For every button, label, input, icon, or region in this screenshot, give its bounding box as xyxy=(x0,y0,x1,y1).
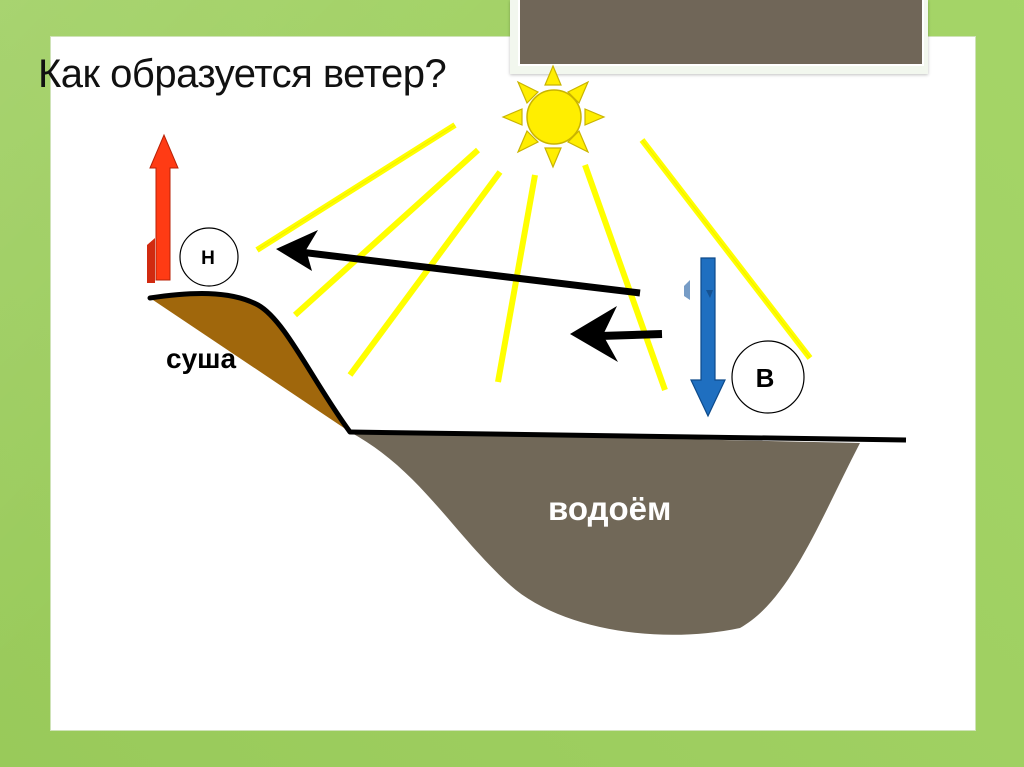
land-outline xyxy=(147,291,353,435)
low-pressure-label: Н xyxy=(201,248,215,269)
land-label: суша xyxy=(166,343,236,374)
arrow-up-icon xyxy=(147,133,179,283)
high-pressure-marker: В xyxy=(731,340,805,414)
water-label: водоём xyxy=(548,490,671,527)
water-surface-line xyxy=(349,429,907,443)
sun-rays-outline xyxy=(256,124,811,359)
header-placeholder-box xyxy=(518,0,924,66)
slide-panel xyxy=(50,36,976,731)
arrow-down-icon xyxy=(684,257,726,418)
water-shape xyxy=(350,432,860,635)
sun-ray xyxy=(347,170,503,377)
sun-icon xyxy=(501,64,606,169)
sun-ray xyxy=(582,163,668,392)
arrow-left-icon xyxy=(276,230,641,297)
high-pressure-label: В xyxy=(756,363,775,393)
low-pressure-marker: Н xyxy=(179,227,239,287)
land-shape xyxy=(150,293,350,432)
arrow-left-icon xyxy=(570,306,663,362)
sun-ray xyxy=(292,147,481,318)
slide-title: Как образуется ветер? xyxy=(38,52,447,96)
